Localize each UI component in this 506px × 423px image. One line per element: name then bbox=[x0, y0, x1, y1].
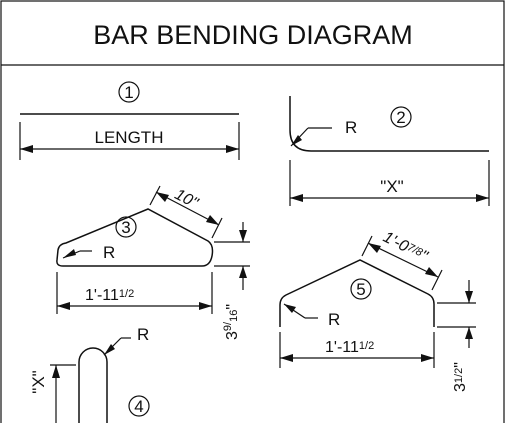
shape-5-side-dimension-line bbox=[367, 242, 439, 278]
shape-4-arrow-top bbox=[52, 365, 60, 378]
shape-5-side-extension-b bbox=[431, 269, 443, 291]
shape-5-length-main: 1'-11 bbox=[325, 339, 359, 356]
shape-4-radius-label: R bbox=[137, 325, 149, 344]
shape-3-bar bbox=[56, 208, 214, 267]
shape-3-length-label: 1'-111/2 bbox=[85, 287, 134, 304]
shape-3-number: 3 bbox=[121, 218, 130, 237]
shape-5-side-arrow-a bbox=[368, 243, 381, 253]
shape-2-arrow-right bbox=[476, 194, 489, 202]
shape-3-number-circle bbox=[115, 216, 137, 238]
shape-3-side-arrow-b bbox=[206, 215, 219, 225]
shape-1-arrow-left bbox=[20, 145, 33, 153]
shape-3-radius-label: R bbox=[103, 243, 115, 262]
shape-4-number: 4 bbox=[134, 397, 143, 416]
shape-3-radius-arrow bbox=[63, 249, 76, 258]
shape-3: 3 R 10" 1'-111/2 39/16" bbox=[56, 185, 250, 340]
shape-4-number-circle bbox=[128, 395, 150, 417]
shape-2-bar bbox=[289, 96, 489, 152]
shape-4: R 4 "X" bbox=[29, 325, 150, 423]
shape-1-length-label: LENGTH bbox=[95, 128, 164, 147]
shape-3-length-main: 1'-11 bbox=[85, 287, 119, 304]
shape-3-arrow-right bbox=[199, 302, 212, 310]
shape-3-height-suffix: " bbox=[224, 304, 241, 310]
shape-5-height-main: 3 bbox=[452, 383, 469, 392]
shape-5-height-suffix: " bbox=[452, 362, 469, 368]
shape-3-side-extension-b bbox=[211, 217, 223, 239]
shape-2-arrow-left bbox=[290, 194, 303, 202]
shape-4-length-label: "X" bbox=[29, 370, 48, 393]
shape-3-height-arrow-top bbox=[239, 230, 247, 242]
shape-4-bar bbox=[78, 347, 108, 423]
shape-1-arrow-right bbox=[226, 145, 239, 153]
shape-5-number-circle bbox=[350, 278, 372, 300]
shape-5-height-fraction: 1/2 bbox=[453, 368, 465, 383]
shape-5-side-arrow-b bbox=[425, 267, 438, 277]
shape-2-number: 2 bbox=[396, 108, 405, 127]
shape-5-radius-label: R bbox=[328, 310, 340, 329]
shape-5-length-label: 1'-111/2 bbox=[325, 339, 374, 356]
shape-5-number: 5 bbox=[356, 280, 365, 299]
shape-3-arrow-left bbox=[57, 302, 70, 310]
shape-2-number-circle bbox=[390, 106, 412, 128]
shape-1-number-circle bbox=[118, 81, 140, 103]
shape-5-side-extension-a bbox=[361, 235, 373, 257]
shape-5-arrow-left bbox=[280, 354, 293, 362]
shape-2-length-label: "X" bbox=[380, 177, 403, 196]
shape-5-bar bbox=[279, 259, 435, 327]
shape-5-radius-arrow bbox=[284, 304, 296, 313]
page-title: BAR BENDING DIAGRAM bbox=[93, 20, 413, 50]
shape-5-height-arrow-top bbox=[465, 291, 473, 303]
shape-3-height-arrow-bottom bbox=[239, 266, 247, 278]
shape-4-radius-arrow bbox=[104, 344, 115, 355]
shape-5-height-label: 31/2" bbox=[452, 362, 469, 392]
shape-3-height-fraction-den: 16 bbox=[228, 310, 240, 322]
shape-2-radius-arrow bbox=[291, 135, 302, 146]
shape-5-arrow-right bbox=[421, 354, 434, 362]
shape-1-number: 1 bbox=[124, 83, 133, 102]
shape-5-length-fraction: 1/2 bbox=[359, 340, 374, 352]
shape-3-height-label: 39/16" bbox=[222, 304, 241, 340]
shape-3-side-extension-a bbox=[149, 185, 161, 206]
shape-3-height-main: 3 bbox=[224, 331, 241, 340]
shape-5-height-arrow-bottom bbox=[465, 327, 473, 339]
shape-2: 2 R "X" bbox=[289, 96, 490, 206]
shape-2-radius-label: R bbox=[345, 118, 357, 137]
shape-5: 5 R 1'-07/8" 1'-111/2 31/2" bbox=[279, 229, 476, 392]
shape-3-side-label: 10" bbox=[172, 186, 202, 213]
shape-3-height-fraction-num: 9 bbox=[222, 325, 234, 331]
shape-5-side-label: 1'-07/8" bbox=[380, 229, 431, 266]
shape-3-length-fraction: 1/2 bbox=[119, 288, 134, 300]
shape-1: 1 LENGTH bbox=[19, 81, 240, 160]
shape-3-side-arrow-a bbox=[156, 192, 169, 202]
